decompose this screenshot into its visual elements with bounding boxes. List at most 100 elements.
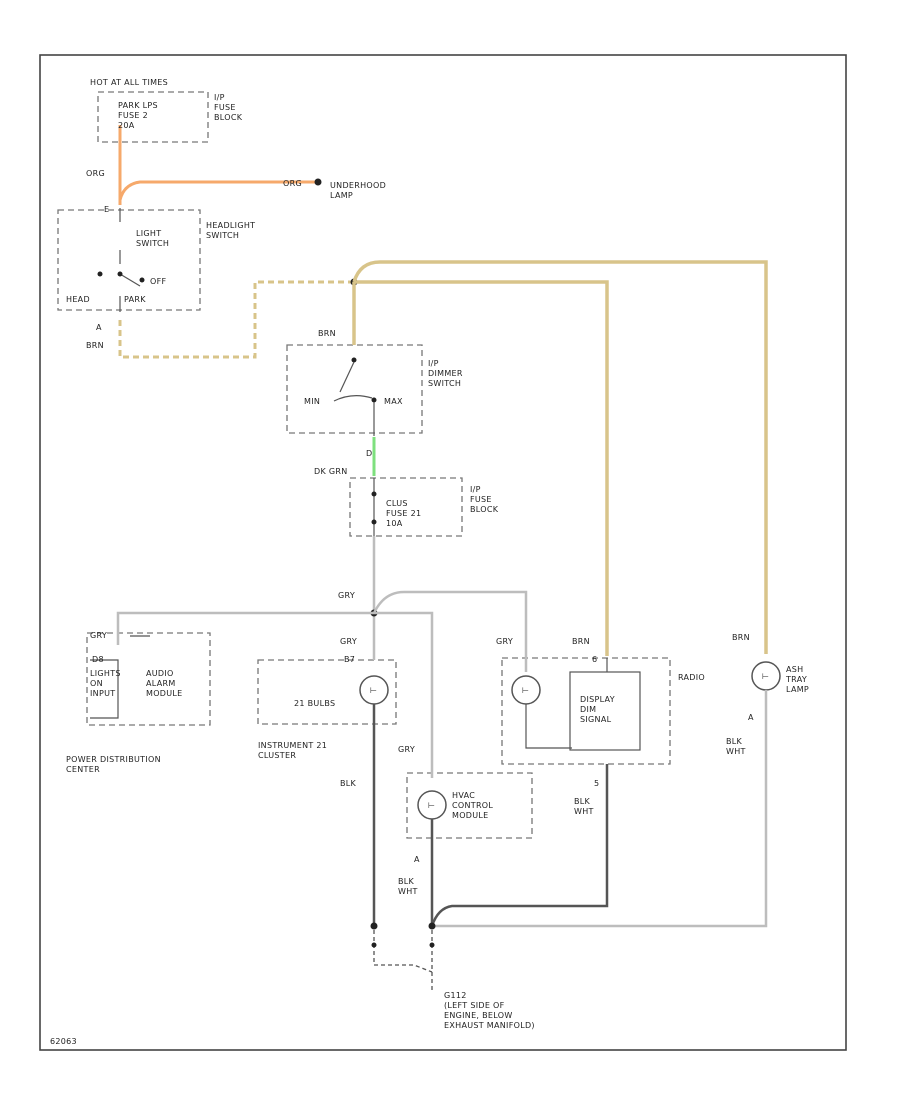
label-pin-d8: D8 bbox=[92, 655, 104, 664]
label-fuse-park-line: PARK LPS bbox=[118, 101, 158, 110]
label-wire-dk-grn-line: DK GRN bbox=[314, 467, 348, 476]
ip-fuse-block-2-box bbox=[349, 477, 463, 537]
label-pin-e-line: E bbox=[104, 205, 109, 214]
wire-blk-wht-radio bbox=[430, 764, 609, 927]
label-lights-on-input-line: LIGHTS bbox=[90, 669, 121, 678]
label-ash-tray-lamp-line: LAMP bbox=[786, 685, 809, 694]
label-wire-brn-dimmer: BRN bbox=[318, 329, 336, 338]
label-underhood-lamp-line: LAMP bbox=[330, 191, 353, 200]
label-ip-fuse-block-1-line: I/P bbox=[214, 93, 225, 102]
wire-org-underhood bbox=[118, 180, 318, 201]
label-ip-dimmer-switch-line: I/P bbox=[428, 359, 439, 368]
label-hvac-control-module-line: MODULE bbox=[452, 811, 489, 820]
label-headlight-switch-line: SWITCH bbox=[206, 231, 239, 240]
label-fuse-cluster-line: CLUS bbox=[386, 499, 408, 508]
label-wire-gry-pdc-line: GRY bbox=[90, 631, 107, 640]
label-hot-at-all-times: HOT AT ALL TIMES bbox=[90, 78, 168, 87]
label-underhood-lamp-line: UNDERHOOD bbox=[330, 181, 386, 190]
label-instrument-cluster-line: CLUSTER bbox=[258, 751, 296, 760]
label-wire-gry-main: GRY bbox=[338, 591, 355, 600]
label-max-line: MAX bbox=[384, 397, 403, 406]
label-ground-g112-line: ENGINE, BELOW bbox=[444, 1011, 513, 1020]
dimmer-wiper bbox=[339, 361, 355, 393]
label-head: HEAD bbox=[66, 295, 90, 304]
label-pin-6-line: 6 bbox=[592, 655, 597, 664]
wire-gry-radio bbox=[372, 590, 528, 672]
hvac-control-module-box bbox=[406, 772, 533, 839]
label-ground-g112-line: G112 bbox=[444, 991, 467, 1000]
ip-fuse-block-1-box bbox=[97, 91, 209, 143]
label-fig-code-line: 62063 bbox=[50, 1037, 77, 1046]
label-hvac-control-module-line: HVAC bbox=[452, 791, 475, 800]
label-wire-org-left: ORG bbox=[86, 169, 105, 178]
label-pin-d-line: D bbox=[366, 449, 372, 458]
label-pin-b7: B7 bbox=[344, 655, 355, 664]
label-radio-line: RADIO bbox=[678, 673, 705, 682]
label-audio-alarm-module-line: AUDIO bbox=[146, 669, 174, 678]
label-wire-blk-wht-radio-line: BLK bbox=[574, 797, 591, 806]
switch-contact-1 bbox=[97, 271, 103, 277]
label-light-switch-line: LIGHT bbox=[136, 229, 161, 238]
label-hvac-control-module-line: CONTROL bbox=[452, 801, 493, 810]
label-display-dim-signal-line: DISPLAY bbox=[580, 695, 615, 704]
label-min-line: MIN bbox=[304, 397, 320, 406]
switch-contact-3 bbox=[139, 277, 145, 283]
dimmer-max-contact bbox=[371, 397, 377, 403]
label-wire-gry-radio: GRY bbox=[496, 637, 513, 646]
label-ip-fuse-block-2-line: BLOCK bbox=[470, 505, 499, 514]
wire-brn-headlight bbox=[118, 280, 352, 359]
label-radio: RADIO bbox=[678, 673, 705, 682]
label-ip-dimmer-switch-line: DIMMER bbox=[428, 369, 463, 378]
label-headlight-switch-line: HEADLIGHT bbox=[206, 221, 255, 230]
label-fuse-park-line: FUSE 2 bbox=[118, 111, 148, 120]
radio-bulb-return bbox=[525, 704, 572, 749]
label-fig-code: 62063 bbox=[50, 1037, 77, 1046]
label-wire-gry-cluster-line: GRY bbox=[340, 637, 357, 646]
label-max: MAX bbox=[384, 397, 403, 406]
radio-bulb-glyph: ⊢ bbox=[522, 686, 529, 695]
wire-blk-wht-ash bbox=[432, 690, 768, 928]
label-wire-blk-wht-ash-line: WHT bbox=[726, 747, 746, 756]
label-pin-d: D bbox=[366, 449, 372, 458]
dimmer-track bbox=[333, 395, 373, 402]
ip-dimmer-switch-box bbox=[286, 344, 423, 434]
ground-link bbox=[373, 930, 433, 973]
wire-gry-pdc bbox=[116, 611, 374, 645]
switch-blade bbox=[119, 273, 141, 287]
label-z-bulbs-line: 21 BULBS bbox=[294, 699, 335, 708]
cluster-bulb-glyph: ⊢ bbox=[370, 686, 377, 695]
label-pin-a-line: A bbox=[96, 323, 102, 332]
label-off: OFF bbox=[150, 277, 166, 286]
label-audio-alarm-module-line: ALARM bbox=[146, 679, 176, 688]
headlight-switch-box bbox=[57, 209, 201, 311]
label-pin-radio-5: 5 bbox=[594, 779, 599, 788]
label-audio-alarm-module-line: MODULE bbox=[146, 689, 183, 698]
label-pin-ash-a: A bbox=[748, 713, 754, 722]
label-power-distribution-center-line: POWER DISTRIBUTION bbox=[66, 755, 161, 764]
instrument-cluster-box bbox=[257, 659, 397, 725]
label-wire-org-right-line: ORG bbox=[283, 179, 302, 188]
label-ash-tray-lamp-line: ASH bbox=[786, 665, 803, 674]
label-instrument-cluster-line: INSTRUMENT 21 bbox=[258, 741, 327, 750]
label-pin-hvac-a-line: A bbox=[414, 855, 420, 864]
label-pin-6: 6 bbox=[592, 655, 597, 664]
wire-gry-hvac bbox=[374, 611, 434, 778]
label-head-line: HEAD bbox=[66, 295, 90, 304]
label-wire-brn-ash-line: BRN bbox=[732, 633, 750, 642]
fuse-21-top bbox=[371, 491, 377, 497]
underhood-lamp-terminal bbox=[314, 178, 322, 186]
